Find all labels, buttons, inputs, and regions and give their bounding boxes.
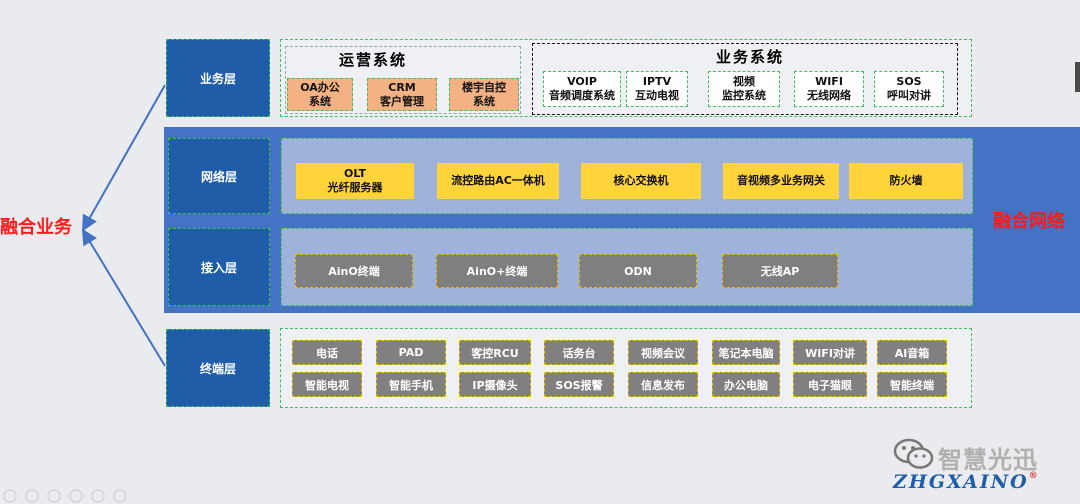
biz-item-line1: IPTV [642, 75, 672, 89]
access-item-aino: AinO终端 [295, 254, 413, 288]
arrow-to-business [82, 84, 166, 232]
terminal-device: 话务台 [544, 340, 614, 365]
ops-item-line1: OA办公 [300, 80, 340, 94]
ops-item-line2: 系统 [473, 94, 495, 108]
biz-item-line2: 呼叫对讲 [887, 89, 931, 102]
terminal-device: 智能终端 [877, 372, 947, 397]
terminal-device: AI音箱 [877, 340, 947, 365]
network-item-core-switch: 核心交换机 [581, 163, 701, 199]
terminal-device: 视频会议 [628, 340, 698, 365]
layer-label-business: 业务层 [166, 39, 270, 117]
biz-item-line2: 监控系统 [722, 89, 766, 102]
right-edge-thumb [1075, 62, 1080, 92]
network-item-olt: OLT 光纤服务器 [296, 163, 414, 199]
biz-item-line1: WIFI [815, 75, 843, 89]
ops-system-group [285, 46, 521, 114]
business-system-title: 业务系统 [715, 47, 784, 66]
watermark-reg-mark: ® [1028, 471, 1040, 481]
access-item-aino-plus: AinO+终端 [436, 254, 558, 288]
biz-item-line2: 无线网络 [807, 89, 851, 102]
access-item-odn: ODN [579, 254, 697, 288]
ops-item-oa: OA办公 系统 [287, 78, 353, 111]
network-item-line1: 核心交换机 [613, 174, 669, 188]
network-item-av-gateway: 音视频多业务网关 [723, 163, 839, 199]
watermark-brand-text: ZHGXAINO [893, 471, 1029, 493]
zoom-icon [91, 489, 105, 503]
terminal-device: 客控RCU [459, 340, 531, 365]
wechat-icon [893, 438, 934, 469]
converged-services-title: 融合业务 [0, 217, 72, 238]
ops-item-line1: 楼宇自控 [462, 80, 506, 94]
converged-network-title: 融合网络 [993, 211, 1065, 232]
ops-item-line1: CRM [388, 80, 416, 94]
biz-item-line1: 视频 [733, 75, 755, 89]
ops-item-crm: CRM 客户管理 [367, 78, 437, 111]
biz-item-iptv: IPTV 互动电视 [626, 71, 688, 107]
prev-icon [3, 489, 17, 503]
ops-item-line2: 系统 [309, 94, 331, 108]
network-item-line2: 光纤服务器 [327, 181, 383, 194]
terminal-device: 笔记本电脑 [712, 340, 780, 365]
layer-label-access: 接入层 [168, 228, 270, 306]
arrow-to-terminal [81, 228, 166, 367]
ops-system-title: 运营系统 [338, 50, 407, 69]
terminal-device: 智能手机 [376, 372, 446, 397]
layer-label-network: 网络层 [168, 138, 270, 214]
access-item-wireless-ap: 无线AP [722, 254, 838, 288]
layer-label-terminal: 终端层 [166, 329, 270, 407]
business-system-group [532, 43, 958, 115]
terminal-device: WIFI对讲 [793, 340, 867, 365]
network-item-router-ac: 流控路由AC一体机 [437, 163, 559, 199]
watermark-name: 智慧光迅 [938, 446, 1038, 474]
terminal-device: 电子猫眼 [793, 372, 867, 397]
terminal-device: SOS报警 [544, 372, 614, 397]
terminal-device: 信息发布 [628, 372, 698, 397]
network-item-line1: OLT [343, 167, 367, 181]
more-icon [113, 489, 126, 503]
network-item-line1: 防火墙 [889, 174, 923, 188]
viewer-toolbar[interactable] [2, 488, 126, 504]
biz-item-line1: SOS [896, 75, 922, 89]
biz-item-voip: VOIP 音频调度系统 [543, 71, 621, 107]
next-icon [25, 489, 39, 503]
network-item-firewall: 防火墙 [849, 163, 963, 199]
pen-icon [47, 489, 61, 503]
watermark-brand: ZHGXAINO® [893, 471, 1073, 495]
terminal-device: IP摄像头 [459, 372, 531, 397]
terminal-device: PAD [376, 340, 446, 365]
slides-icon [69, 489, 83, 503]
biz-item-line2: 互动电视 [635, 89, 679, 102]
biz-item-sos: SOS 呼叫对讲 [874, 71, 944, 107]
terminal-device: 办公电脑 [712, 372, 780, 397]
biz-item-line2: 音频调度系统 [549, 89, 615, 102]
biz-item-video: 视频 监控系统 [708, 71, 780, 107]
ops-item-line2: 客户管理 [380, 94, 424, 108]
biz-item-wifi: WIFI 无线网络 [794, 71, 864, 107]
terminal-device: 智能电视 [292, 372, 362, 397]
network-item-line1: 流控路由AC一体机 [451, 174, 545, 188]
network-item-line1: 音视频多业务网关 [737, 174, 825, 188]
terminal-device: 电话 [292, 340, 362, 365]
ops-item-building: 楼宇自控 系统 [449, 78, 519, 111]
biz-item-line1: VOIP [567, 75, 597, 89]
